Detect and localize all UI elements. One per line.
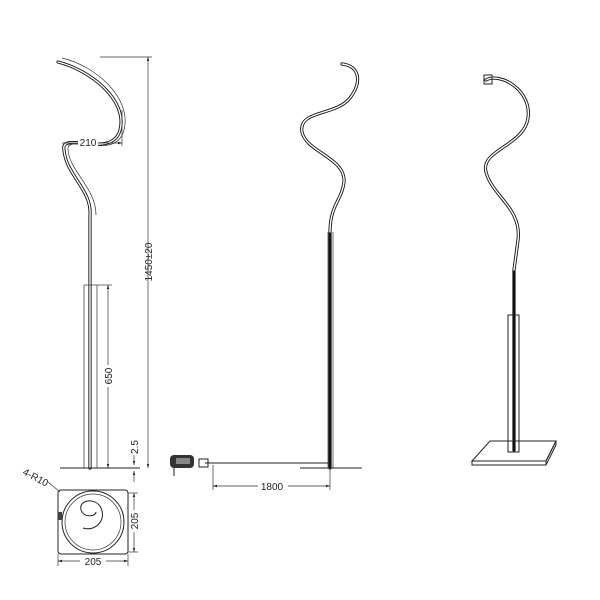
base-plate [57, 489, 129, 555]
spiral-arm [300, 62, 360, 470]
power-plug [170, 455, 209, 476]
lower-pole [507, 314, 520, 453]
dim-lower-pole: 650 [104, 367, 115, 384]
side-view-dimensioned: 1450±20 210 650 2.5 [56, 56, 155, 482]
front-view: 1800 [170, 62, 362, 493]
base-top-view: 4-R10 205 205 [21, 467, 141, 568]
dim-spiral-width: 210 [80, 138, 97, 149]
perspective-view [470, 74, 557, 466]
dim-base-thickness: 2.5 [130, 440, 141, 454]
spiral-curl [80, 500, 103, 530]
dim-corner-radius: 4-R10 [21, 467, 51, 490]
dim-total-height: 1450±20 [144, 242, 155, 281]
dim-cable-length: 1800 [261, 482, 284, 493]
spiral-arm [484, 76, 530, 452]
dim-base-depth: 205 [130, 512, 141, 529]
dim-base-width: 205 [85, 557, 102, 568]
